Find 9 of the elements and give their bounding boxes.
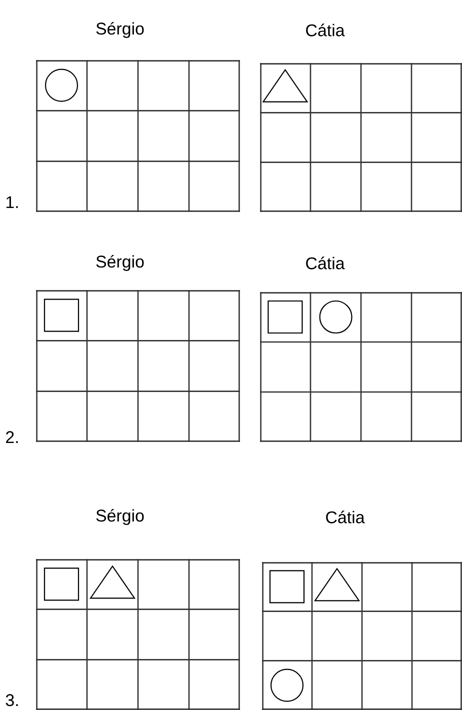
person-name: Sérgio bbox=[96, 22, 144, 38]
person-name: Cátia bbox=[326, 510, 365, 524]
row-number: 3. bbox=[6, 694, 18, 706]
row-number: 1. bbox=[6, 196, 18, 208]
person-name: Cátia bbox=[306, 256, 345, 270]
person-name: Sérgio bbox=[96, 509, 144, 525]
person-name: Sérgio bbox=[96, 255, 144, 271]
person-name: Cátia bbox=[306, 24, 345, 36]
row-number: 2. bbox=[6, 431, 18, 443]
